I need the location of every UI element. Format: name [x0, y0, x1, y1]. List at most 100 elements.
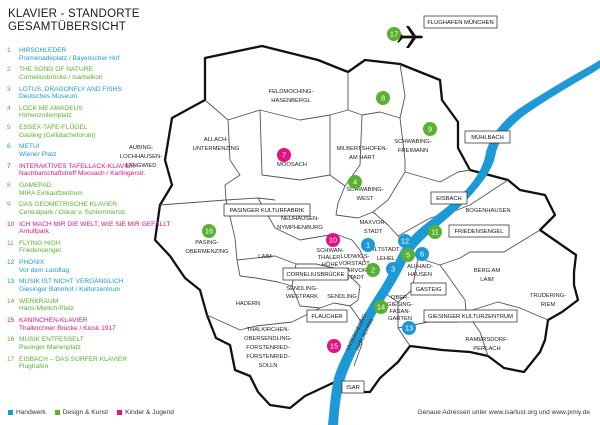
design-swatch [54, 410, 60, 415]
piano-marker-7[interactable]: 7 [277, 148, 291, 162]
district-label: WEST [357, 196, 374, 202]
place-box-label: GASTEIG [416, 287, 442, 293]
piano-marker-14[interactable]: 14 [374, 300, 388, 314]
piano-marker-9[interactable]: 9 [423, 122, 437, 136]
place-box: EISBACH [430, 191, 468, 205]
legend-place: Gasteig (Cellidacheforum) [19, 131, 96, 139]
address-note: Genaue Adressen unter www.isarlust.org u… [417, 409, 591, 416]
district-label: OBERMENZING [185, 249, 229, 255]
piano-marker-6[interactable]: 6 [415, 247, 429, 261]
place-box-label: MÜHLBACH [471, 134, 504, 141]
district-label: GIESING- [387, 302, 413, 308]
handwerk-label: Handwerk [16, 409, 46, 416]
piano-marker-17[interactable]: 17 [387, 27, 401, 41]
piano-marker-3[interactable]: 3 [386, 262, 400, 276]
place-box-frame [423, 15, 498, 29]
piano-marker-13[interactable]: 13 [402, 321, 416, 335]
category-key: Handwerk Design & Kunst Kinder & Jugend [8, 409, 174, 416]
legend-number: 4 [7, 104, 11, 112]
district-label: ISARVOR- [341, 268, 369, 274]
place-box: FLUGHAFEN MÜNCHEN [423, 15, 498, 29]
district-label: TRUDERING- [530, 293, 566, 299]
district-label: LOCHHAUSEN- [120, 154, 162, 160]
legend-name: ICH MACH MIR DIE WELT, WIE SIE MIR GEFÄL… [19, 220, 171, 228]
marker-number: 3 [391, 265, 395, 274]
district-label: LANGWIED [126, 163, 157, 169]
piano-marker-2[interactable]: 2 [366, 263, 380, 277]
district-label: OBER- [391, 295, 409, 301]
marker-number: 14 [377, 303, 385, 312]
marker-number: 8 [381, 94, 385, 103]
marker-dot [376, 91, 390, 105]
marker-number: 15 [330, 342, 338, 351]
district-label: STADT [346, 275, 365, 281]
legend-name: DAS GEOMETRISCHE KLAVIER [19, 201, 118, 209]
legend-name: HIRSCHLEDER [19, 47, 67, 54]
district-label: UNTERMENZING [193, 146, 240, 152]
piano-marker-1[interactable]: 1 [361, 238, 375, 252]
legend-place: Wiener Platz [19, 151, 57, 158]
piano-marker-12[interactable]: 12 [398, 234, 412, 248]
legend-name: THE SONG OF NATURE [19, 66, 93, 74]
piano-marker-8[interactable]: 8 [376, 91, 390, 105]
piano-marker-11[interactable]: 11 [428, 225, 442, 239]
district-label: STADT [364, 229, 383, 235]
marker-dot [428, 225, 442, 239]
piano-marker-4[interactable]: 4 [348, 175, 362, 189]
place-box-frame [306, 309, 348, 323]
place-box: PASINGER KULTURFABRIK [223, 203, 311, 217]
legend-name: MUSIK ENTFESSELT [19, 336, 84, 344]
legend-place: Pasinger Marienplatz [19, 343, 81, 351]
district-label: PASING- [195, 240, 218, 246]
marker-number: 9 [428, 125, 432, 134]
legend-number: 11 [7, 239, 14, 247]
legend-name: METUI [19, 143, 40, 151]
legend-number: 12 [7, 259, 15, 267]
marker-number: 13 [405, 324, 413, 333]
design-label: Design & Kunst [62, 409, 109, 416]
legend-name: ESSEX-TAFE-FLÜGEL [19, 124, 88, 132]
district-label: SENDLING [327, 294, 357, 300]
legend-number: 3 [7, 85, 11, 93]
marker-dot [326, 233, 340, 247]
legend-name: KANINCHEN-KLAVIER [19, 316, 88, 324]
place-box: MÜHLBACH [464, 130, 511, 144]
piano-marker-15[interactable]: 15 [327, 339, 341, 353]
district-label: VORSTADT- [339, 261, 372, 267]
legend-place: Giesinger Bahnhof / Kulturzentrum [19, 285, 121, 293]
piano-marker-5[interactable]: 5 [401, 248, 415, 262]
district-label: LEHEL [377, 256, 396, 262]
district-label: MAXVOR- [359, 220, 386, 226]
place-box: GASTEIG [410, 282, 447, 296]
district-label: FORSTENRIED- [246, 345, 290, 351]
legend-number: 2 [7, 66, 11, 74]
district-label: ALTSTADT- [371, 247, 401, 253]
place-box-frame [430, 191, 468, 205]
marker-number: 16 [205, 227, 213, 236]
district-label: BOGENHAUSEN [465, 208, 510, 214]
legend-place: Deutsches Museum [19, 93, 78, 101]
place-box-label: EISBACH [436, 196, 461, 202]
legend-name: PHONIX [19, 259, 45, 267]
piano-marker-10[interactable]: 10 [326, 233, 340, 247]
place-box-label: FRIEDENSENGEL [455, 229, 505, 235]
legend-place: Nachbarschaftstreff Moosach / Karlingers… [19, 170, 146, 178]
piano-marker-16[interactable]: 16 [202, 224, 216, 238]
legend-number: 7 [7, 162, 11, 170]
legend-place: Thalkirchner Brücke / Kiosk 1917 [19, 324, 116, 332]
